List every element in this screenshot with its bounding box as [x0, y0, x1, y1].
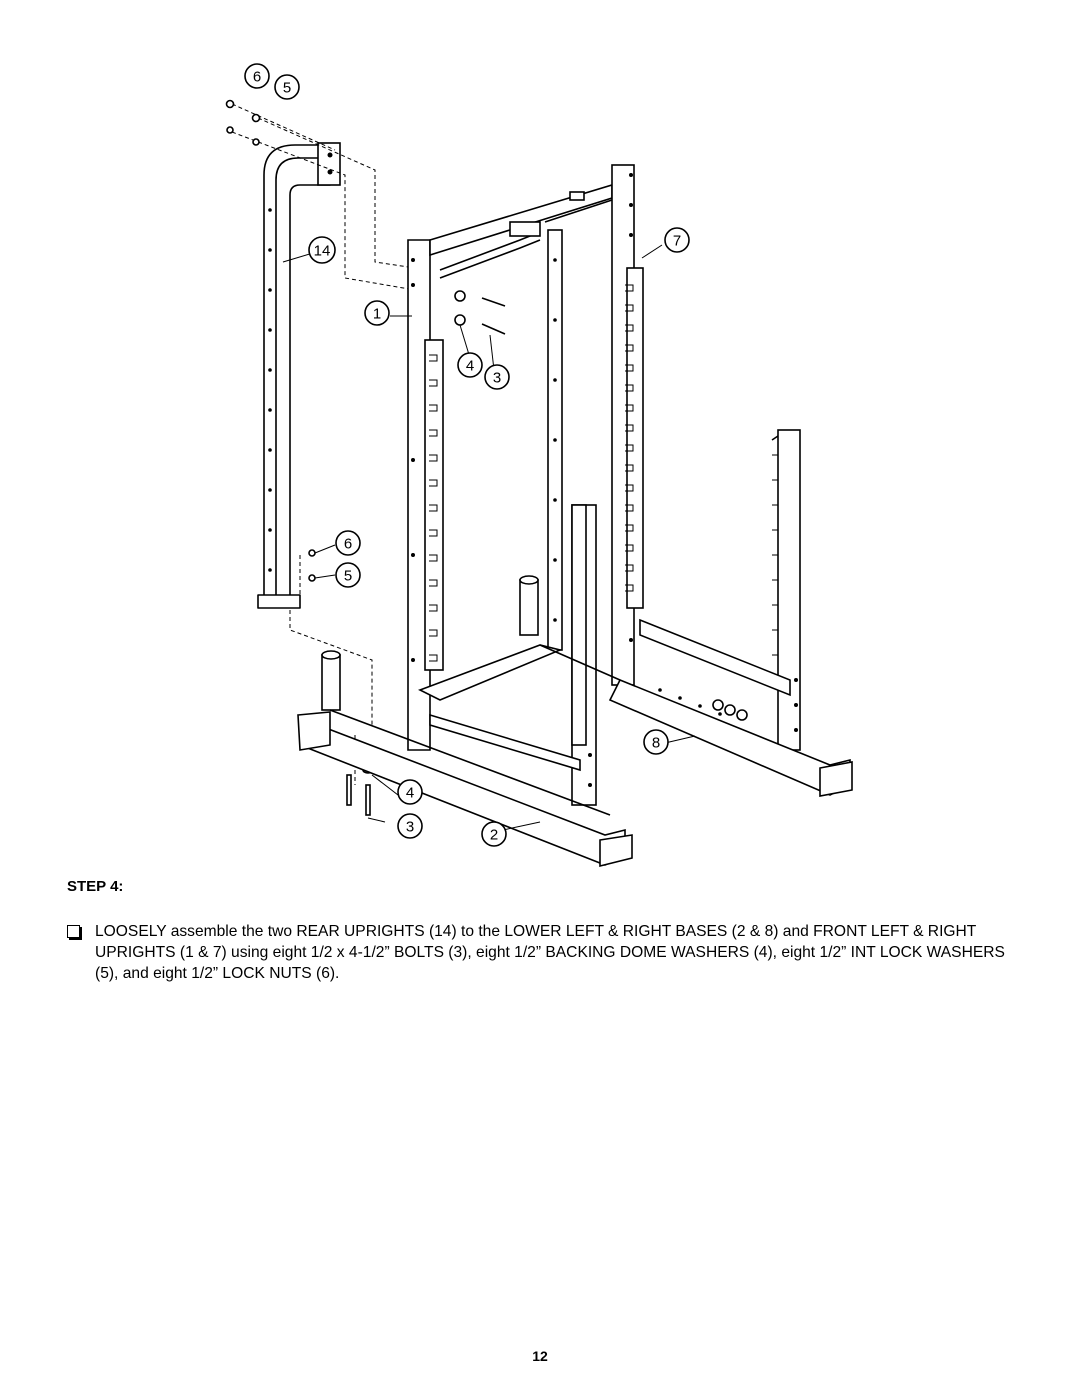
svg-text:14: 14: [314, 243, 331, 260]
svg-text:3: 3: [406, 819, 414, 836]
right-rear-post-drawing: [771, 429, 801, 751]
callout-7: 7: [664, 227, 690, 253]
rear-center-upright-drawing: [547, 229, 563, 651]
svg-text:5: 5: [283, 80, 291, 97]
callout-3-bottom: 3: [397, 813, 423, 839]
checkbox-bullet-icon: [67, 921, 95, 984]
callout-4-mid: 4: [457, 352, 483, 378]
svg-text:6: 6: [344, 536, 352, 553]
svg-text:6: 6: [253, 69, 261, 86]
svg-text:2: 2: [490, 827, 498, 844]
callout-1: 1: [364, 300, 390, 326]
callout-6-top: 6: [244, 63, 270, 89]
callout-6-low: 6: [335, 530, 361, 556]
top-crossbar-drawing: [429, 183, 613, 279]
step-heading: STEP 4:: [67, 878, 124, 895]
callout-8: 8: [643, 729, 669, 755]
callout-3-mid: 3: [484, 364, 510, 390]
front-left-upright-drawing: [390, 239, 444, 751]
callout-2: 2: [481, 821, 507, 847]
svg-text:5: 5: [344, 568, 352, 585]
base-frame-drawing: [297, 324, 853, 868]
front-right-upright-drawing: [611, 164, 663, 686]
weight-pegs-drawing: [321, 575, 539, 711]
svg-text:7: 7: [673, 233, 681, 250]
hardware-pieces: [225, 99, 506, 816]
svg-text:4: 4: [466, 358, 474, 375]
callout-4-bottom: 4: [397, 779, 423, 805]
callout-14: 14: [308, 236, 336, 264]
rear-upright-drawing: [257, 142, 341, 609]
svg-text:4: 4: [406, 785, 414, 802]
svg-text:8: 8: [652, 735, 660, 752]
callout-5-top: 5: [274, 74, 300, 100]
svg-text:3: 3: [493, 370, 501, 387]
callout-5-low: 5: [335, 562, 361, 588]
instruction-item: LOOSELY assemble the two REAR UPRIGHTS (…: [67, 921, 1027, 984]
svg-text:1: 1: [373, 306, 381, 323]
instruction-text: LOOSELY assemble the two REAR UPRIGHTS (…: [95, 923, 1005, 982]
assembly-diagram: 6 5 14 1 4 3 7 6 5 8 4 3 2: [225, 63, 853, 868]
page-number: 12: [532, 1348, 548, 1364]
